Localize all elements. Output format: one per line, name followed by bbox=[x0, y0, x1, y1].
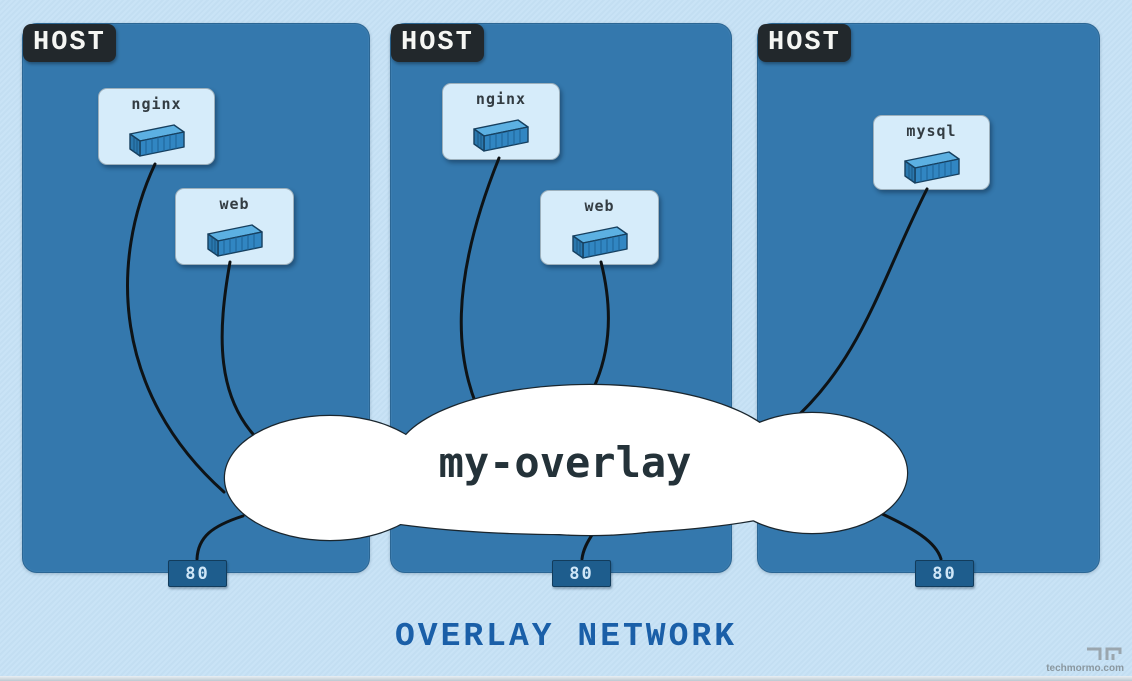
connection-h1-web-cloud bbox=[220, 260, 268, 449]
connection-h2-nginx-cloud bbox=[459, 156, 501, 428]
published-port-badge-h2: 80 bbox=[552, 560, 611, 587]
shipping-container-icon bbox=[567, 216, 633, 262]
container-label: web bbox=[584, 197, 615, 215]
connection-h2-web-cloud bbox=[592, 260, 610, 389]
watermark-text: techmormo.com bbox=[1046, 663, 1124, 674]
connection-h1-cloud-port bbox=[195, 514, 245, 561]
shipping-container-icon bbox=[468, 109, 534, 155]
bottom-edge-strip bbox=[0, 676, 1132, 681]
published-port-badge-h1: 80 bbox=[168, 560, 227, 587]
diagram-title: OVERLAY NETWORK bbox=[394, 618, 738, 655]
container-card-h1-web: web bbox=[175, 188, 294, 265]
container-label: mysql bbox=[906, 122, 957, 140]
host-3-label: HOST bbox=[758, 24, 851, 62]
shipping-container-icon bbox=[899, 141, 965, 187]
shipping-container-icon bbox=[202, 214, 268, 260]
container-card-h2-nginx: nginx bbox=[442, 83, 560, 160]
container-label: nginx bbox=[131, 95, 182, 113]
connection-h1-nginx-cloud bbox=[126, 162, 226, 494]
shipping-container-icon bbox=[124, 114, 190, 160]
overlay-network-name: my-overlay bbox=[438, 438, 692, 487]
container-label: web bbox=[219, 195, 250, 213]
connection-h3-cloud-port bbox=[876, 510, 943, 561]
connection-h3-mysql-cloud bbox=[787, 187, 929, 426]
container-card-h2-web: web bbox=[540, 190, 659, 265]
host-2-label: HOST bbox=[391, 24, 484, 62]
watermark: techmormo.com bbox=[1046, 646, 1124, 674]
container-label: nginx bbox=[475, 90, 527, 108]
container-card-h1-nginx: nginx bbox=[98, 88, 215, 165]
published-port-badge-h3: 80 bbox=[915, 560, 974, 587]
container-card-h3-mysql: mysql bbox=[873, 115, 990, 190]
techmormo-logo-icon bbox=[1087, 647, 1122, 660]
overlay-network-cloud bbox=[223, 383, 909, 542]
host-1-label: HOST bbox=[23, 24, 116, 62]
